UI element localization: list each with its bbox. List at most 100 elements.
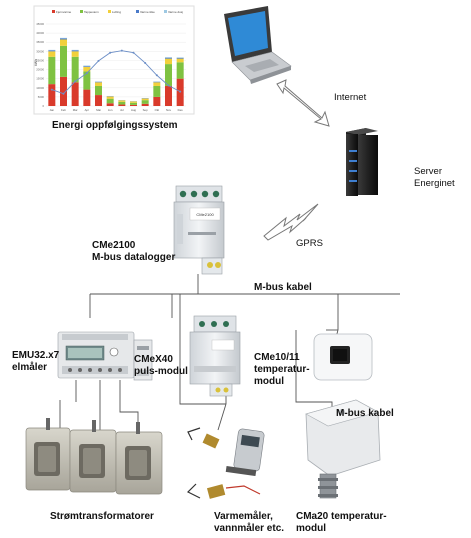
x-tick-label: Mai	[96, 108, 101, 112]
bar-segment	[165, 57, 172, 59]
bar-segment	[60, 76, 67, 106]
y-tick-label: 10000	[36, 86, 44, 90]
bar-segment	[141, 98, 149, 101]
emu32-meter	[57, 331, 135, 379]
cmex40-module	[133, 339, 153, 381]
x-tick-label: Aug	[131, 108, 136, 112]
bar-segment	[71, 82, 79, 106]
temperature-point	[144, 61, 147, 64]
bar-segment	[60, 45, 67, 77]
y-axis-label: kWh	[34, 59, 38, 66]
legend-swatch	[164, 10, 167, 13]
bar-segment	[165, 58, 172, 65]
bar-segment	[71, 49, 79, 51]
bar-segment	[60, 39, 67, 46]
temperature-sensor-wall	[313, 333, 373, 381]
bar-segment	[83, 89, 91, 106]
bar-segment	[71, 56, 79, 83]
bar-segment	[83, 66, 91, 72]
legend-swatch	[136, 10, 139, 13]
bar-segment	[118, 101, 126, 105]
bar-segment	[83, 66, 91, 67]
cme2100-title: CMe2100	[92, 240, 136, 251]
bar-segment	[118, 100, 126, 102]
y-tick-label: 5000	[38, 95, 45, 99]
temperature-point	[109, 51, 112, 54]
x-tick-label: Jun	[108, 108, 113, 112]
legend-label: Tappevann	[84, 10, 99, 14]
bar-segment	[130, 102, 137, 105]
cme2100-subtitle: M-bus datalogger	[92, 252, 176, 263]
chart-temperature-line	[50, 49, 182, 95]
x-tick-label: Apr	[85, 108, 89, 112]
gprs-lightning-icon	[263, 203, 319, 241]
temperature-point	[179, 90, 182, 93]
cme10-label: CMe10/11	[254, 352, 300, 363]
mbus-cable-label-top: M-bus kabel	[254, 282, 312, 293]
x-tick-label: Sep	[143, 108, 148, 112]
temperature-point	[97, 59, 100, 62]
cmex40-label: CMeX40	[134, 354, 173, 365]
bar-segment	[60, 37, 67, 39]
y-tick-label: 35000	[36, 40, 44, 44]
bar-segment	[95, 95, 102, 106]
cme10-module	[189, 315, 241, 397]
temperature-point	[62, 92, 65, 95]
x-tick-label: Mar	[73, 108, 78, 112]
y-tick-label: 0	[42, 104, 44, 108]
water-meter-label: vannmåler etc.	[214, 523, 285, 534]
x-tick-label: Jan	[50, 108, 55, 112]
cme10-modul-label: modul	[254, 376, 284, 387]
bar-segment	[118, 104, 126, 106]
x-tick-label: Feb	[61, 108, 66, 112]
heat-meter-label: Varmemåler,	[214, 511, 273, 522]
cme10-temperatur-label: temperatur-	[254, 364, 310, 375]
x-tick-label: Des	[178, 108, 184, 112]
current-transformer-2	[69, 420, 117, 493]
legend-label: Fjernvarme	[56, 10, 72, 14]
bar-segment	[130, 101, 137, 103]
bar-segment	[153, 96, 161, 106]
energy-system-label: Energi oppfølgingssystem	[52, 120, 178, 131]
emu32-label: EMU32.x7	[12, 350, 60, 361]
bar-segment	[106, 98, 114, 104]
bar-segment	[95, 82, 102, 86]
bar-segment	[176, 57, 184, 59]
y-tick-label: 20000	[36, 68, 44, 72]
cma20-label: CMa20 temperatur-	[296, 511, 387, 522]
valve-1	[187, 427, 220, 449]
legend-swatch	[52, 10, 55, 13]
current-transformer-3	[115, 422, 163, 495]
bar-segment	[83, 71, 91, 90]
bar-segment	[71, 51, 79, 57]
mbus-cable-label-right: M-bus kabel	[336, 408, 394, 419]
legend-label: Varme dusj	[168, 10, 183, 14]
bar-segment	[176, 57, 184, 58]
legend-label: Varme ikke	[140, 10, 155, 14]
elmaler-label: elmåler	[12, 362, 48, 373]
y-tick-label: 40000	[36, 31, 44, 35]
chart-bars	[48, 37, 184, 106]
internet-arrow-icon	[276, 79, 330, 127]
y-tick-label: 30000	[36, 49, 44, 53]
bar-segment	[106, 103, 114, 106]
current-transformer-1	[25, 418, 71, 491]
bar-segment	[60, 38, 67, 40]
bar-segment	[141, 100, 149, 104]
bar-segment	[165, 85, 172, 106]
y-tick-label: 15000	[36, 77, 44, 81]
gprs-label: GPRS	[296, 238, 323, 249]
bar-segment	[165, 64, 172, 86]
bar-segment	[130, 104, 137, 106]
current-transformers	[25, 418, 163, 495]
y-tick-label: 25000	[36, 58, 44, 62]
bar-segment	[95, 81, 102, 83]
temperature-point	[85, 72, 88, 75]
legend-swatch	[80, 10, 83, 13]
bar-segment	[48, 49, 56, 51]
bar-segment	[153, 81, 161, 83]
